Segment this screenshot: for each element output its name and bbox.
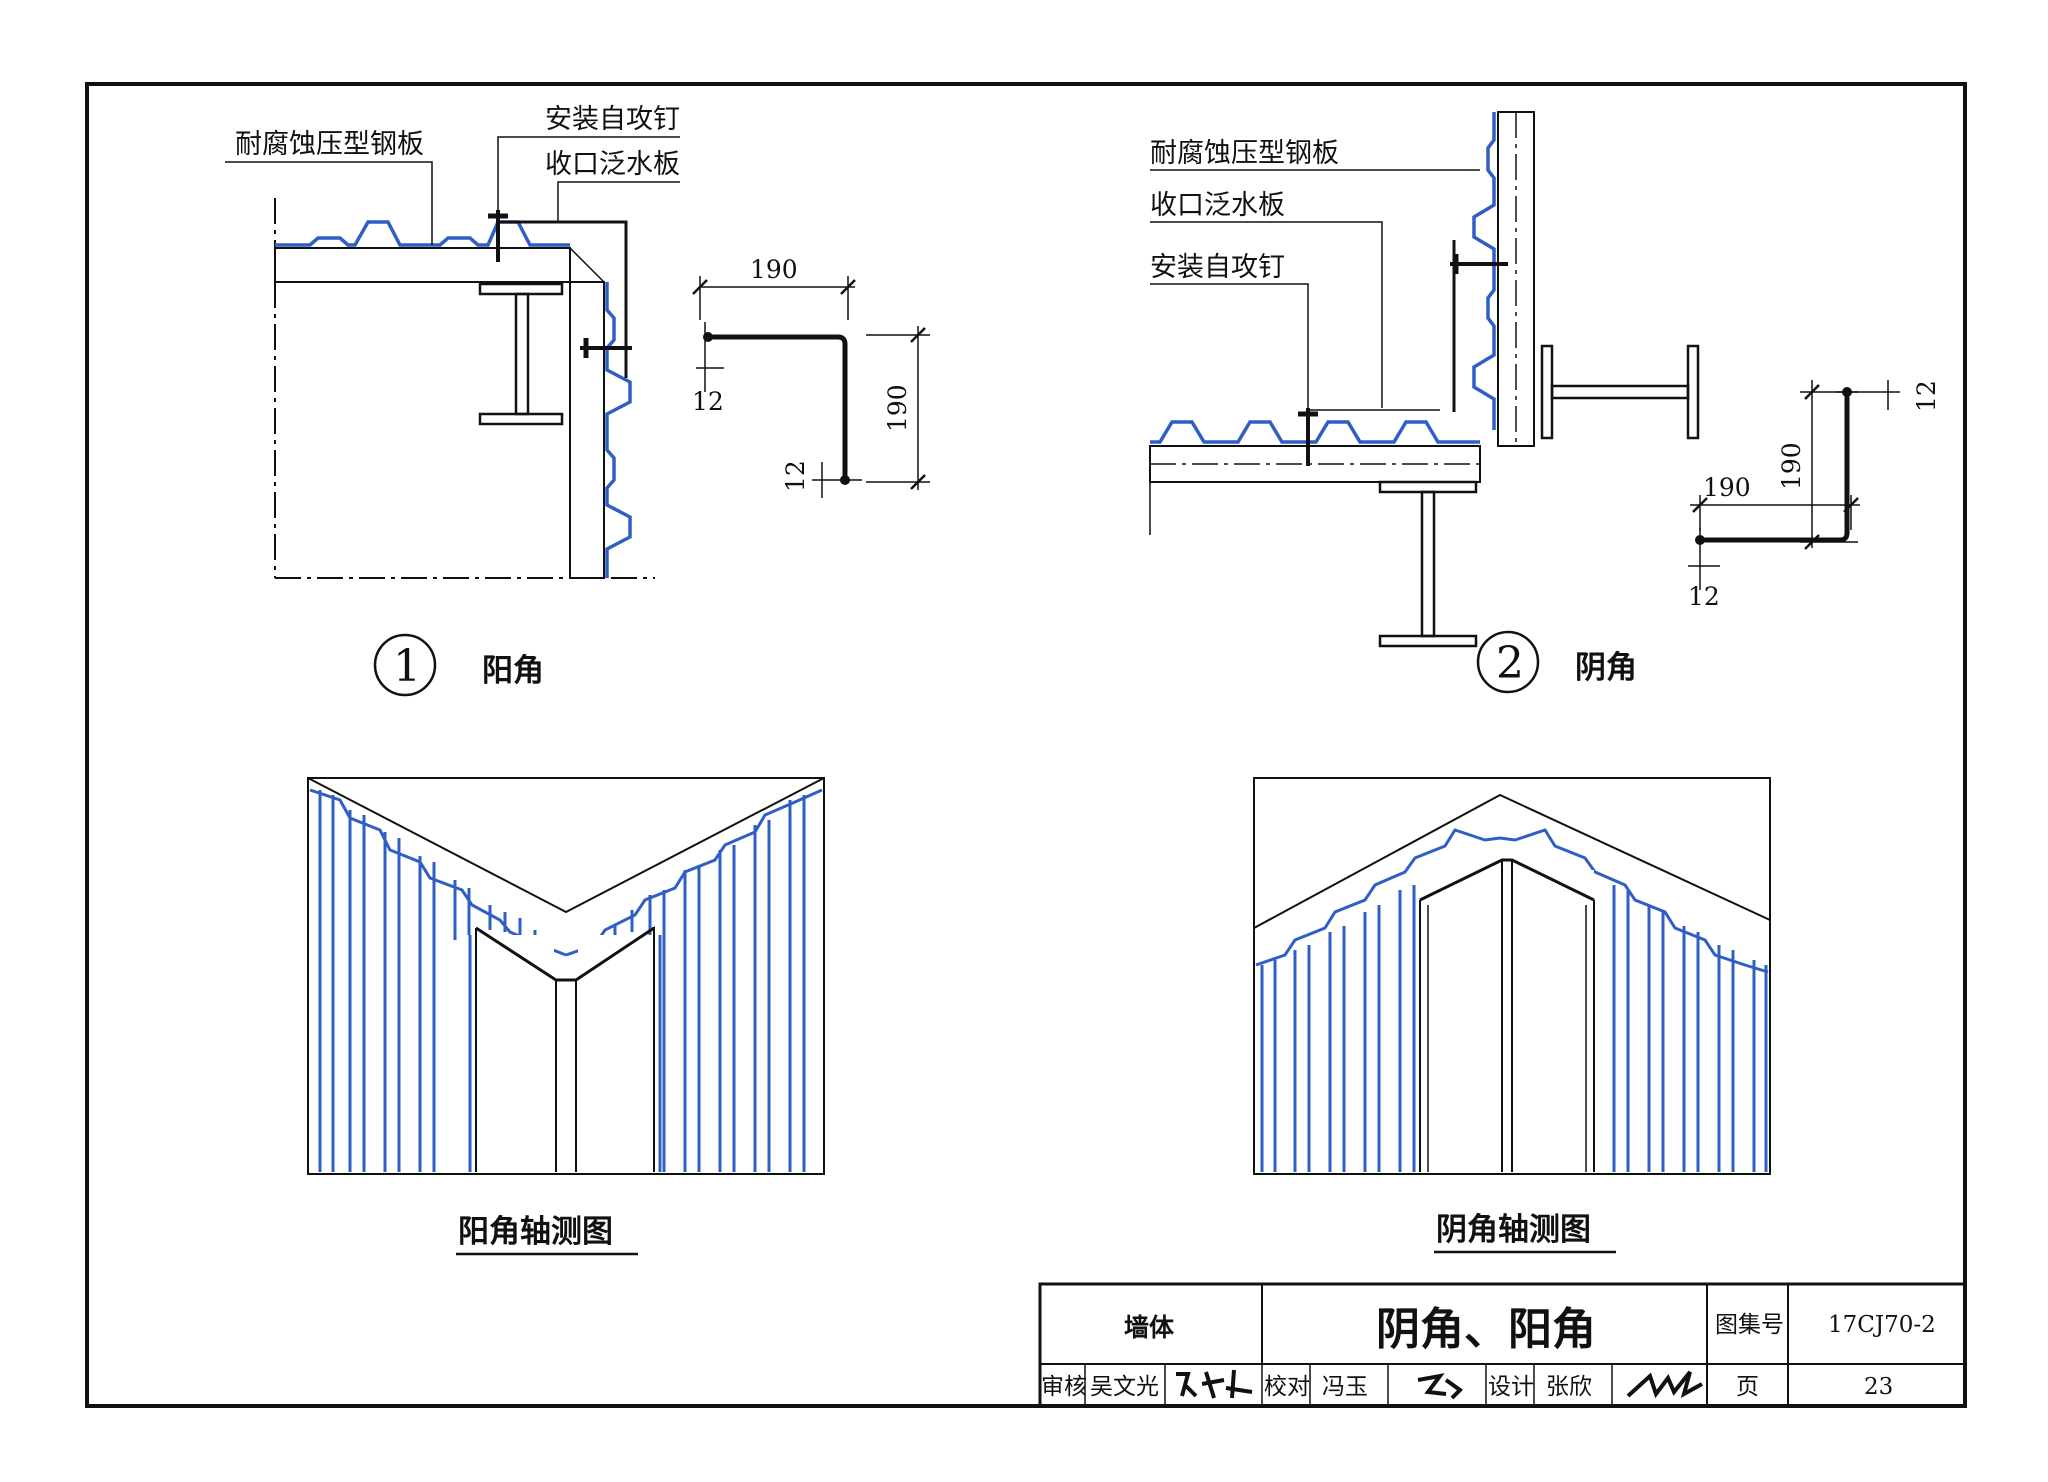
iso-internal-corner — [1253, 777, 1771, 1175]
tb-reviewer: 吴文光 — [1090, 1374, 1159, 1400]
tb-review-label: 审核 — [1041, 1374, 1087, 1400]
tb-design-label: 设计 — [1488, 1374, 1534, 1400]
detail-1-external-corner: 耐腐蚀压型钢板 安装自攻钉 收口泛水板 — [225, 104, 680, 579]
detail-1-name: 阳角 — [482, 653, 544, 689]
detail-1-number: 1 — [393, 641, 421, 692]
dim-12-c: 12 — [1912, 380, 1941, 412]
dim-190-v2: 190 — [1777, 442, 1806, 490]
dim-12-d: 12 — [1688, 582, 1720, 611]
tb-category: 墙体 — [1124, 1313, 1175, 1342]
flashing-profile-2: 190 190 12 12 — [1688, 380, 1941, 611]
steel-panel-horizontal — [1150, 420, 1480, 444]
i-beam — [478, 282, 564, 426]
signature-reviewer — [1176, 1369, 1253, 1399]
steel-panel-side — [605, 282, 632, 578]
title-block — [1038, 1282, 1967, 1408]
label-panel-2: 耐腐蚀压型钢板 — [1150, 138, 1339, 169]
tb-check-label: 校对 — [1264, 1374, 1310, 1400]
iso-external-corner — [307, 777, 825, 1175]
tb-checker: 冯玉 — [1322, 1374, 1368, 1400]
tb-designer: 张欣 — [1546, 1374, 1592, 1400]
iso-2-caption: 阴角轴测图 — [1436, 1212, 1591, 1248]
label-panel-1: 耐腐蚀压型钢板 — [235, 129, 424, 160]
tb-atlas-label: 图集号 — [1715, 1312, 1784, 1338]
tb-atlas-no: 17CJ70-2 — [1828, 1312, 1936, 1338]
detail-1-circle — [373, 633, 437, 697]
detail-2-name: 阴角 — [1575, 650, 1637, 686]
i-beam-horizontal — [1540, 344, 1700, 440]
dim-12-a: 12 — [692, 387, 724, 416]
label-flashing-2: 收口泛水板 — [1150, 190, 1285, 221]
tb-title: 阴角、阳角 — [1376, 1304, 1596, 1355]
label-flashing-1: 收口泛水板 — [545, 149, 680, 180]
steel-panel-top — [275, 220, 570, 247]
signature-checker — [1417, 1373, 1464, 1400]
tb-page-label: 页 — [1736, 1374, 1759, 1400]
label-screw-2: 安装自攻钉 — [1150, 252, 1285, 283]
sheet-border — [85, 82, 1967, 1408]
steel-panel-vertical — [1472, 112, 1496, 430]
label-screw-1: 安装自攻钉 — [545, 104, 680, 135]
signature-designer — [1626, 1370, 1703, 1399]
flashing-profile-1: 190 190 12 12 — [692, 255, 930, 498]
detail-2-circle — [1476, 630, 1540, 694]
tb-page-no: 23 — [1864, 1374, 1893, 1400]
iso-1-caption: 阳角轴测图 — [458, 1214, 613, 1250]
detail-2-number: 2 — [1496, 638, 1524, 689]
dim-12-b: 12 — [781, 460, 810, 492]
dim-190-h1: 190 — [750, 255, 798, 284]
detail-2-internal-corner: 耐腐蚀压型钢板 收口泛水板 安装自攻钉 — [1149, 111, 1700, 648]
dim-190-h2: 190 — [1703, 473, 1751, 502]
dim-190-v1: 190 — [883, 384, 912, 432]
i-beam-vertical — [1378, 480, 1478, 648]
